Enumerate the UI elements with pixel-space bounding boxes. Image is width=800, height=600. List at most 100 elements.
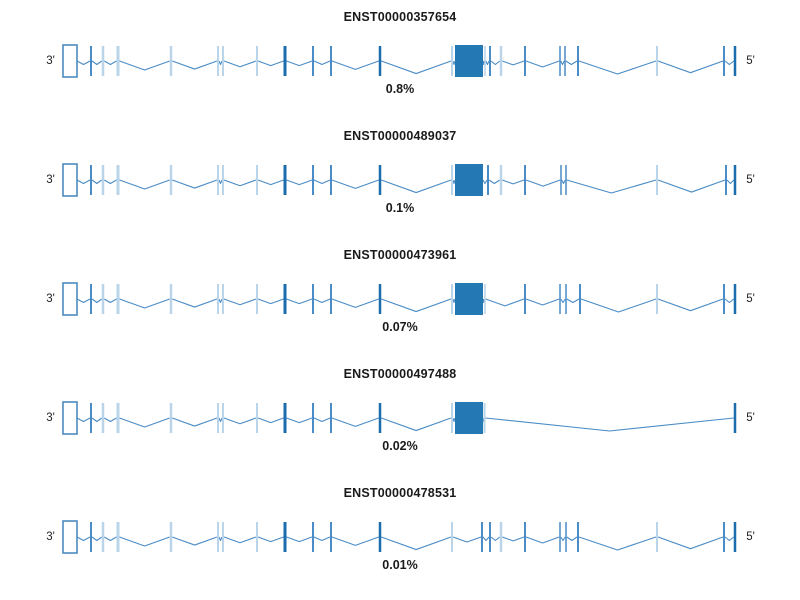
three-prime-label: 3'	[46, 293, 55, 305]
exon-tick	[451, 522, 453, 552]
exon-tick	[283, 403, 287, 433]
exon-tick	[484, 46, 486, 76]
exon-tick	[330, 522, 332, 552]
exon-tick	[222, 165, 224, 195]
exon-tick	[222, 522, 224, 552]
transcript-row: ENST00000489037 3' 5' 0.1%	[0, 121, 800, 240]
transcript-row: ENST00000478531 3' 5' 0.01%	[0, 478, 800, 597]
exon-tick	[733, 284, 737, 314]
transcript-id: ENST00000489037	[343, 129, 457, 143]
exon-tick	[330, 46, 332, 76]
exon-tick	[451, 403, 453, 433]
exon-tick	[330, 165, 332, 195]
exon-tick	[481, 522, 483, 552]
intron-lines	[76, 417, 734, 432]
exon-tick	[723, 46, 725, 76]
exon-tick	[312, 46, 314, 76]
three-prime-label: 3'	[46, 412, 55, 424]
abundance-label: 0.02%	[382, 439, 418, 453]
exon-tick	[222, 46, 224, 76]
exon-tick	[499, 165, 503, 195]
exon-tick	[169, 403, 173, 433]
five-prime-label: 5'	[746, 412, 755, 424]
exon-tick	[733, 522, 737, 552]
three-prime-label: 3'	[46, 174, 55, 186]
exon-tick	[283, 46, 287, 76]
exon-tick	[256, 284, 258, 314]
exon-tick	[489, 522, 491, 552]
exon-tick	[222, 284, 224, 314]
exon-tick	[116, 46, 120, 76]
intron-lines	[76, 536, 735, 551]
exon-tick	[378, 522, 382, 552]
terminal-exon-box	[62, 401, 78, 435]
exon-tick	[451, 46, 453, 76]
exon-tick	[378, 284, 382, 314]
exon-tick	[330, 403, 332, 433]
exon-tick	[169, 522, 173, 552]
exon-tick	[565, 284, 567, 314]
exon-tick	[564, 46, 566, 76]
exon-tick	[256, 522, 258, 552]
five-prime-label: 5'	[746, 531, 755, 543]
exon-tick	[312, 165, 314, 195]
transcript-diagram	[62, 282, 737, 316]
exon-tick	[656, 46, 658, 76]
exon-tick	[169, 46, 173, 76]
large-exon-box	[455, 45, 483, 77]
exon-tick	[90, 46, 92, 76]
terminal-exon-box	[62, 44, 78, 78]
exon-tick	[116, 165, 120, 195]
exon-tick	[579, 284, 581, 314]
abundance-label: 0.07%	[382, 320, 418, 334]
exon-tick	[378, 165, 382, 195]
exon-tick	[559, 46, 561, 76]
exon-tick	[169, 284, 173, 314]
exon-tick	[656, 522, 658, 552]
three-prime-label: 3'	[46, 531, 55, 543]
exon-tick	[256, 165, 258, 195]
exon-tick	[217, 46, 219, 76]
exon-tick	[101, 46, 105, 76]
large-exon-box	[455, 283, 483, 315]
three-prime-label: 3'	[46, 55, 55, 67]
exon-tick	[217, 284, 219, 314]
exon-tick	[524, 165, 526, 195]
exon-tick	[169, 165, 173, 195]
intron-lines	[76, 179, 735, 194]
exon-tick	[487, 165, 489, 195]
exon-tick	[90, 522, 92, 552]
transcript-diagram	[62, 520, 737, 554]
exon-tick	[656, 165, 658, 195]
exon-tick	[559, 284, 561, 314]
exon-tick	[217, 165, 219, 195]
exon-tick	[101, 403, 105, 433]
transcript-row: ENST00000473961 3' 5' 0.07%	[0, 240, 800, 359]
intron-lines	[76, 298, 735, 313]
exon-tick	[565, 165, 567, 195]
exon-tick	[283, 165, 287, 195]
exon-tick	[577, 46, 579, 76]
exon-tick	[723, 522, 725, 552]
exon-tick	[524, 522, 526, 552]
exon-tick	[256, 46, 258, 76]
exon-tick	[312, 403, 314, 433]
exon-tick	[116, 284, 120, 314]
five-prime-label: 5'	[746, 55, 755, 67]
exon-tick	[656, 284, 658, 314]
transcript-diagram	[62, 401, 737, 435]
transcript-id: ENST00000357654	[343, 10, 457, 24]
large-exon-box	[455, 402, 483, 434]
exon-tick	[733, 46, 737, 76]
exon-tick	[116, 522, 120, 552]
exon-tick	[256, 403, 258, 433]
exon-tick	[283, 284, 287, 314]
exon-tick	[451, 284, 453, 314]
exon-tick	[524, 284, 526, 314]
exon-tick	[725, 165, 727, 195]
exon-tick	[489, 46, 491, 76]
exon-tick	[312, 284, 314, 314]
five-prime-label: 5'	[746, 293, 755, 305]
exon-tick	[565, 522, 567, 552]
